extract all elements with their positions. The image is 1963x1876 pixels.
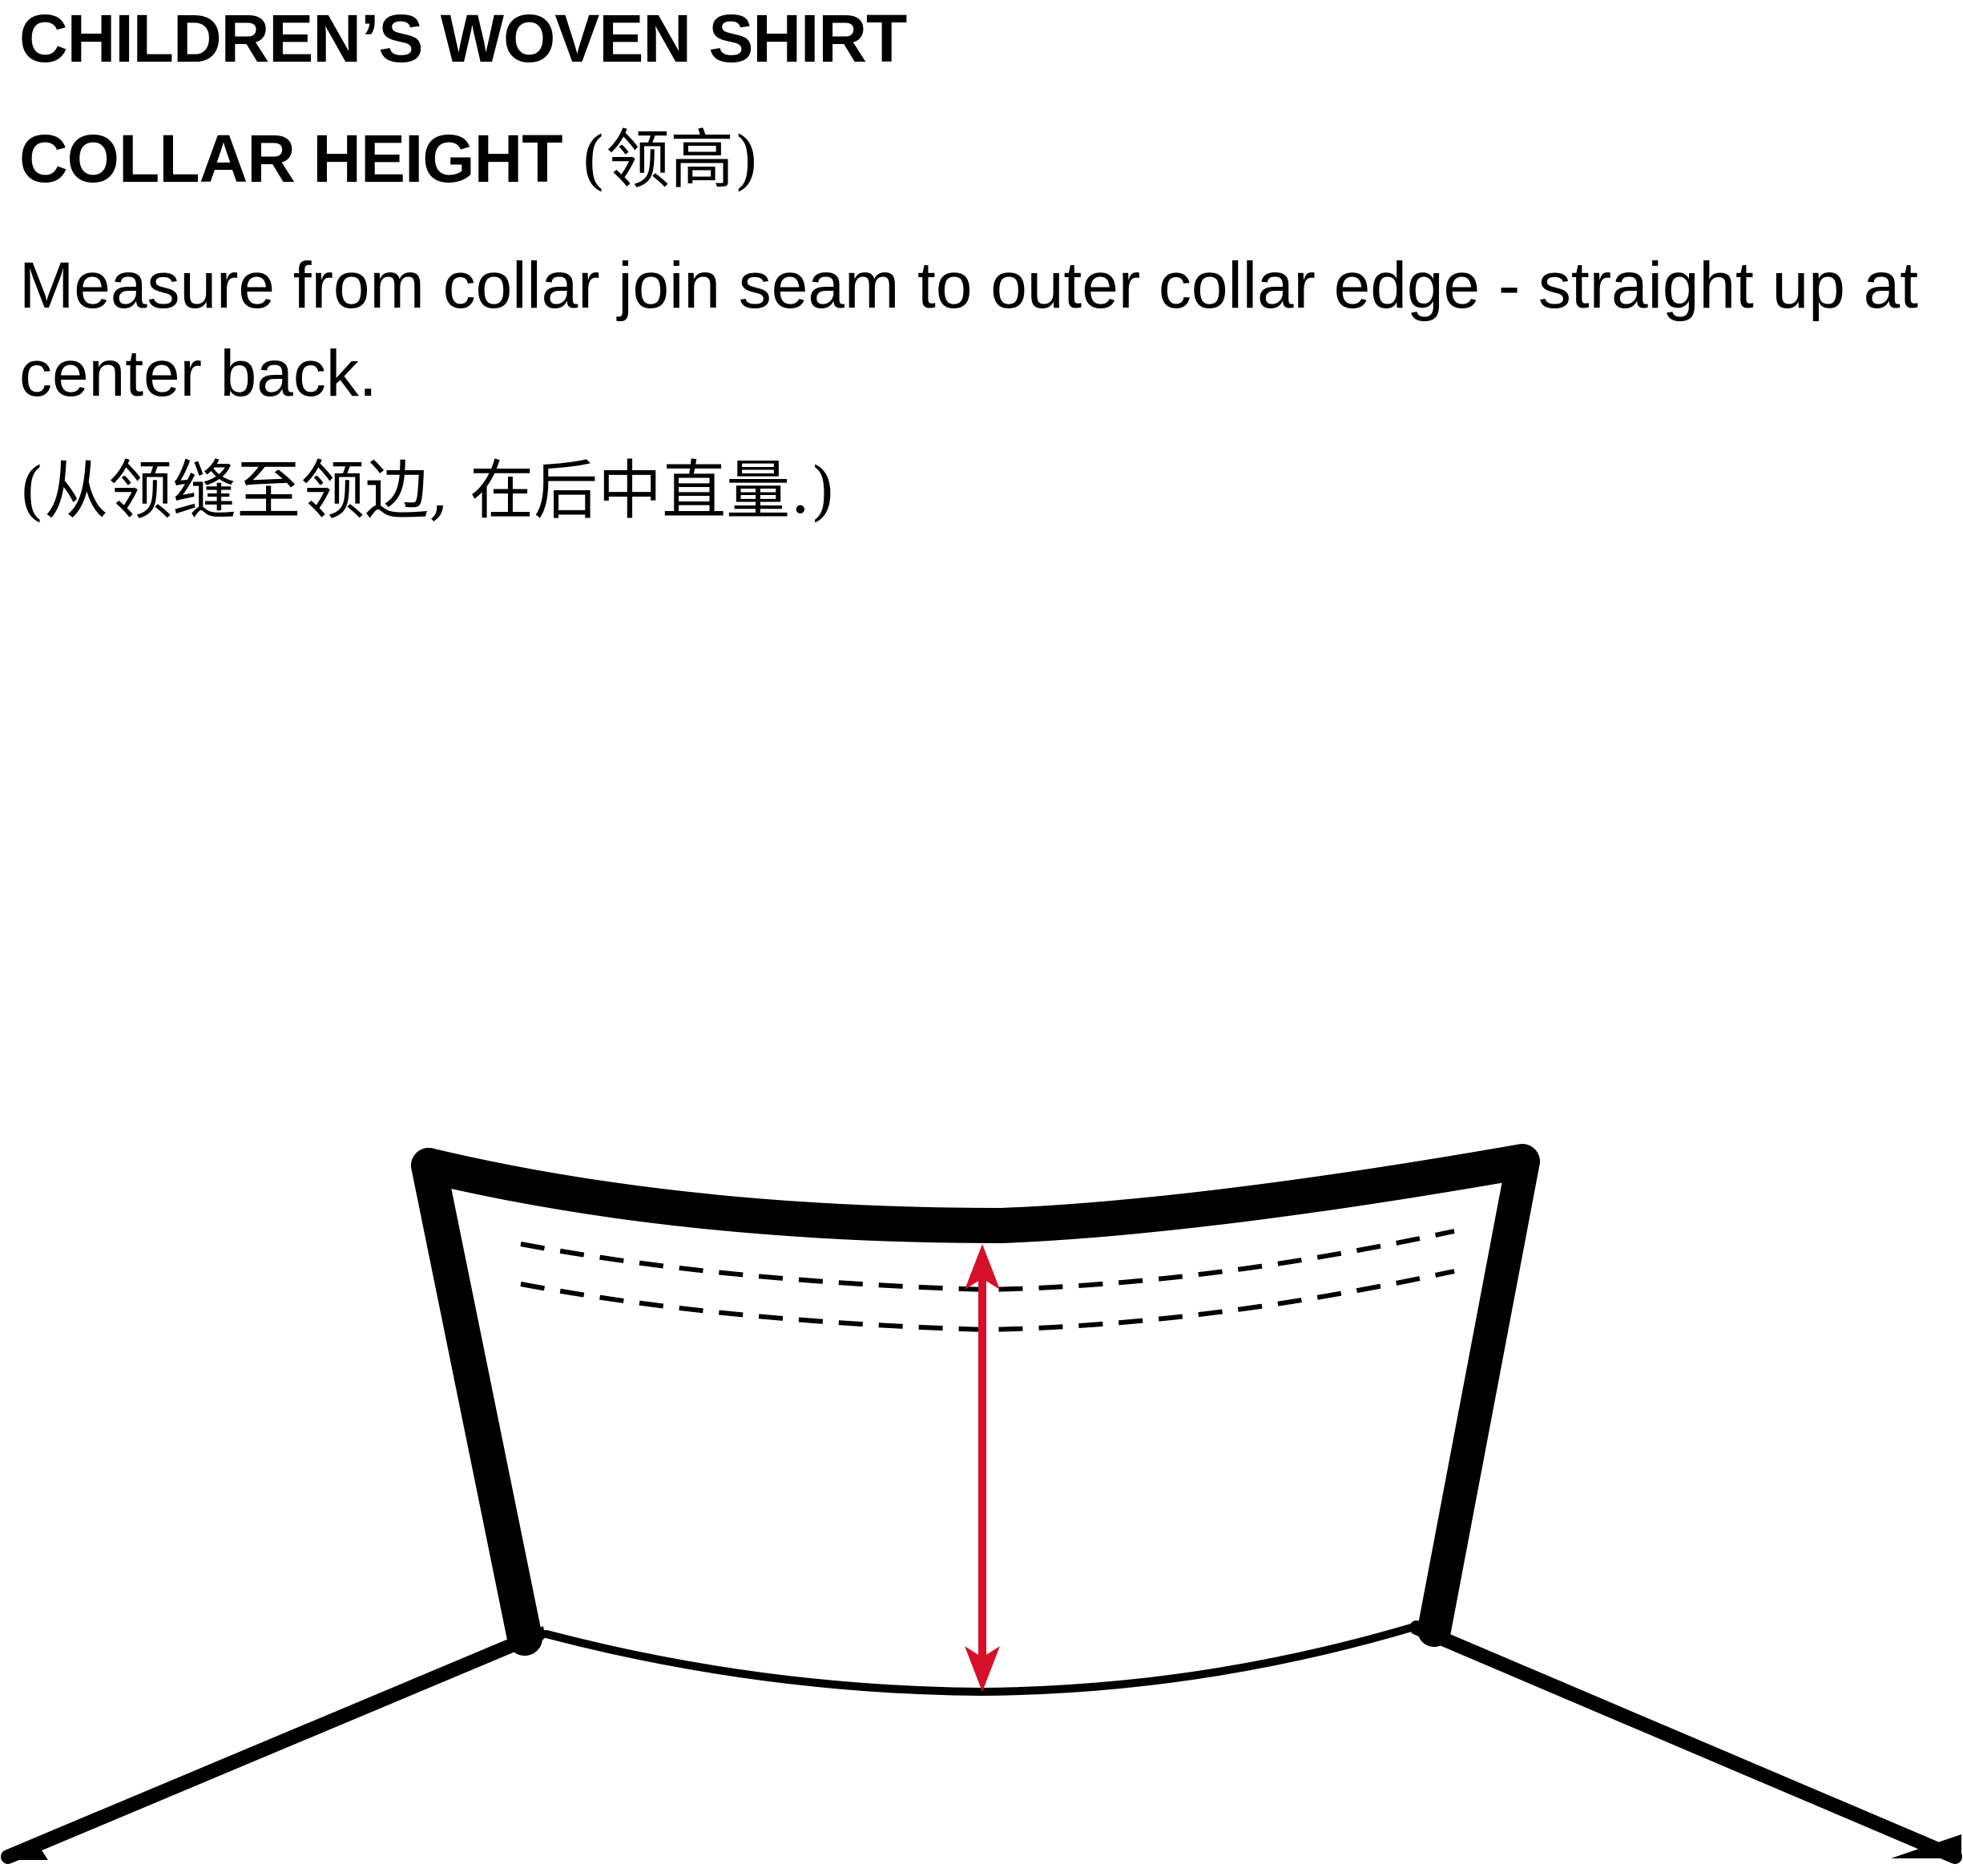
collar-height-arrow-top [965,1244,1000,1290]
page-title: CHILDREN’S WOVEN SHIRT [19,1,907,76]
collar-height-arrow-bottom [965,1646,1000,1692]
topstitch-line-2 [520,1269,1455,1333]
instruction-text: Measure from collar join seam to outer c… [19,249,1918,410]
collar-right-side [1417,1149,1539,1647]
topstitch-line-1 [520,1229,1455,1293]
right-shoulder-stroke [1409,1620,1962,1864]
collar-join-seam [542,1622,1421,1697]
left-shoulder-stroke [1,1627,546,1864]
measurement-name: COLLAR HEIGHT [19,121,563,196]
collar-left-side [411,1148,542,1656]
right-shoulder-tip [1891,1834,1961,1858]
collar-outer-edge [411,1144,1540,1243]
measurement-name-cn: (领高) [580,123,760,197]
measurement-heading: COLLAR HEIGHT (领高) [19,120,759,199]
instruction-text-cn: (从领缝至领边, 在后中直量.) [19,453,836,528]
